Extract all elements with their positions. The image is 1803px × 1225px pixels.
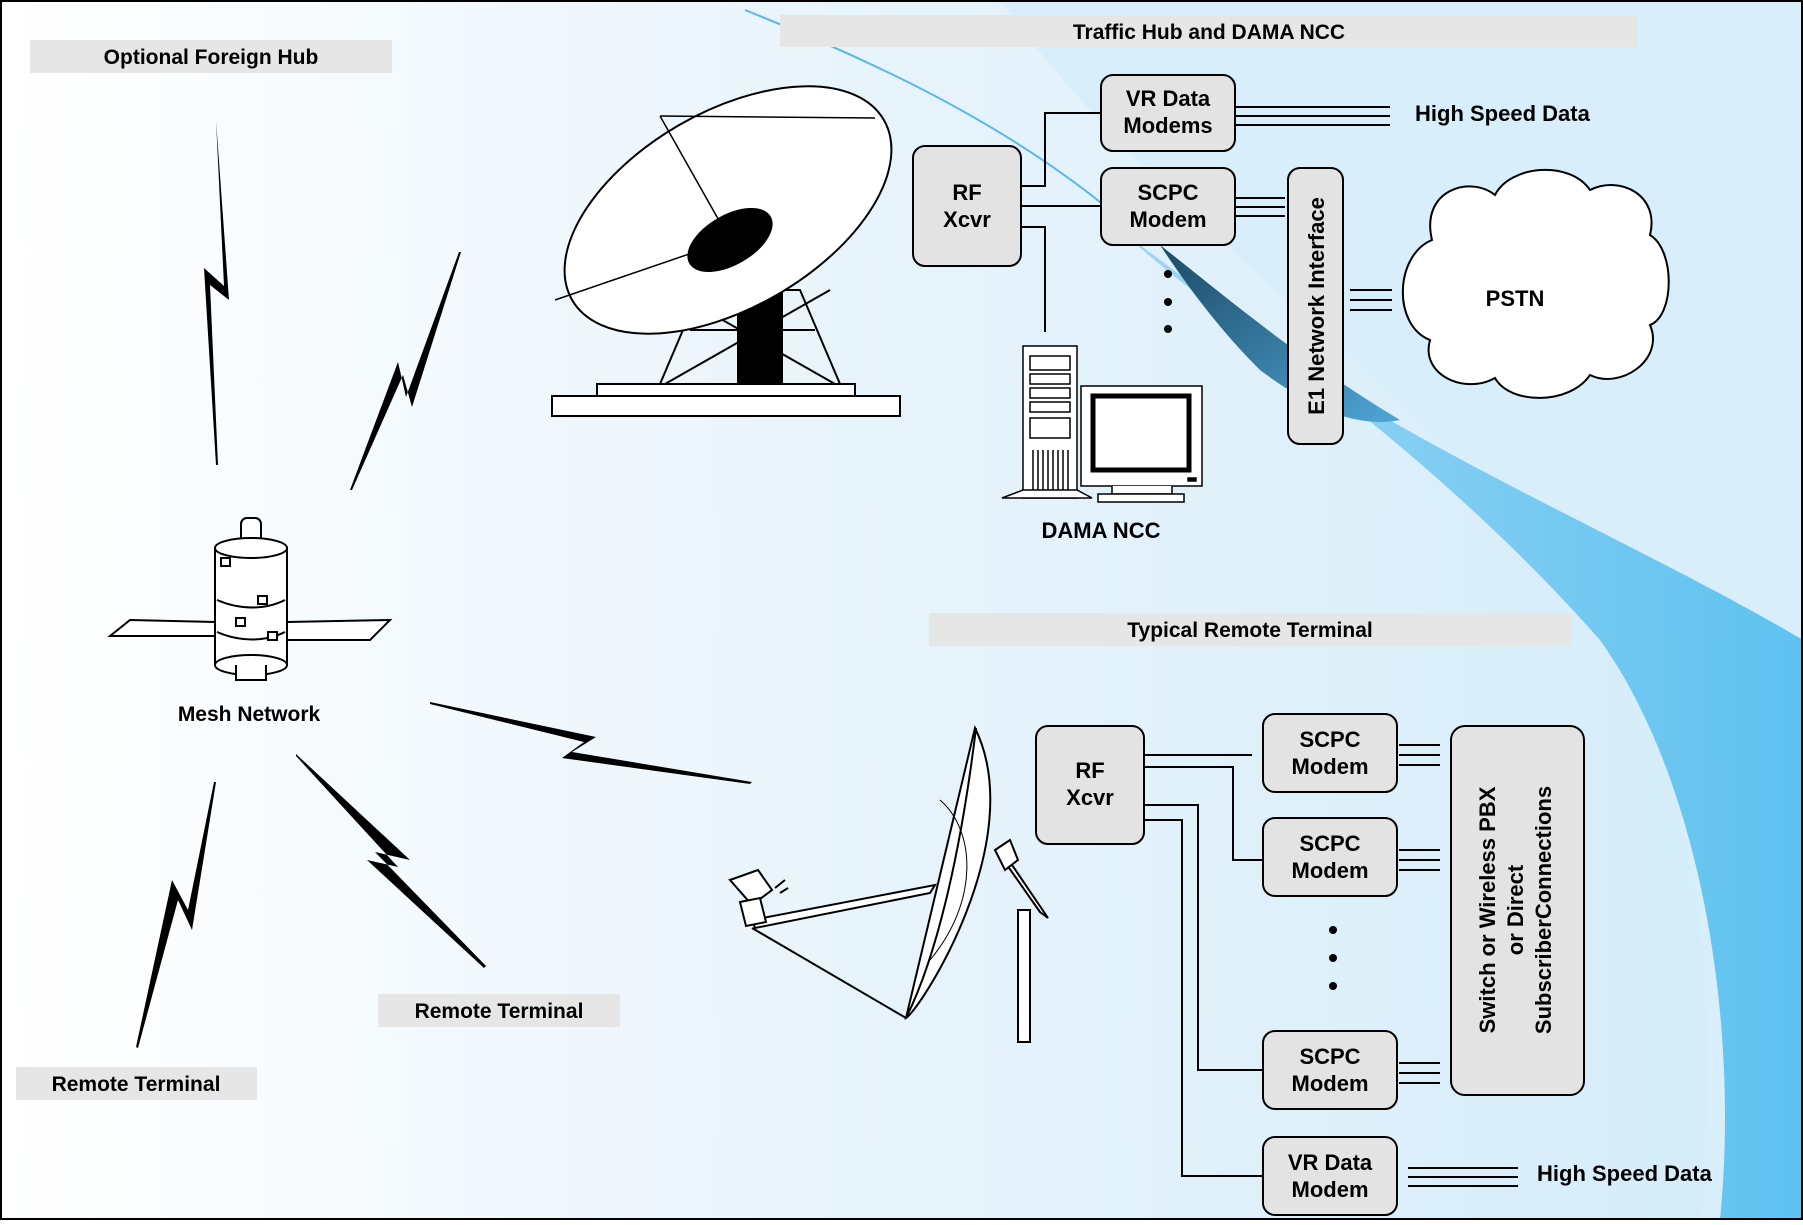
svg-text:VR Data: VR Data: [1126, 86, 1211, 111]
svg-text:SCPC: SCPC: [1299, 1044, 1360, 1069]
svg-text:Modem: Modem: [1292, 1071, 1369, 1096]
svg-text:Modem: Modem: [1130, 207, 1207, 232]
hub-ellipsis-dots: [1164, 270, 1172, 333]
lightning-bolts: [136, 120, 752, 1048]
lightning-bolt-icon: [296, 754, 486, 968]
remote-terminal-label-mid: Remote Terminal: [378, 994, 620, 1027]
lightning-bolt-icon: [430, 702, 752, 784]
remote-switch-pbx-box: Switch or Wireless PBX or Direct Subscri…: [1450, 725, 1585, 1096]
lightning-bolt-icon: [136, 782, 216, 1048]
svg-text:Remote Terminal: Remote Terminal: [415, 1000, 584, 1023]
hub-vr-data-modems-box: VR Data Modems: [1100, 74, 1236, 152]
lightning-bolt-icon: [204, 120, 229, 465]
hub-connections: [1022, 106, 1392, 332]
svg-text:Modem: Modem: [1292, 1177, 1369, 1202]
hub-e1-network-interface-box: E1 Network Interface: [1287, 167, 1344, 445]
remote-dish-antenna-icon: [728, 725, 1049, 1043]
remote-ellipsis-dots: [1329, 926, 1337, 990]
traffic-hub-title: Traffic Hub and DAMA NCC: [780, 15, 1638, 47]
svg-text:SubscriberConnections: SubscriberConnections: [1531, 786, 1556, 1034]
hub-dish-antenna-icon: [551, 85, 901, 417]
svg-text:or Direct: or Direct: [1503, 864, 1528, 955]
svg-text:Modem: Modem: [1292, 754, 1369, 779]
remote-connections: [1145, 744, 1518, 1187]
svg-text:SCPC: SCPC: [1299, 727, 1360, 752]
svg-text:Xcvr: Xcvr: [943, 207, 991, 232]
dama-ncc-label: DAMA NCC: [1042, 518, 1161, 543]
svg-text:Xcvr: Xcvr: [1066, 785, 1114, 810]
svg-text:SCPC: SCPC: [1137, 180, 1198, 205]
remote-terminal-label-left: Remote Terminal: [16, 1067, 257, 1100]
hub-rf-xcvr-box: RF Xcvr: [912, 145, 1022, 267]
hub-scpc-modem-box: SCPC Modem: [1100, 167, 1236, 246]
svg-text:Modem: Modem: [1292, 858, 1369, 883]
optional-foreign-hub-title: Optional Foreign Hub: [30, 40, 392, 73]
swoosh-blue: [1120, 230, 1803, 1220]
svg-text:Remote Terminal: Remote Terminal: [52, 1073, 221, 1096]
remote-rf-xcvr-box: RF Xcvr: [1035, 725, 1145, 845]
svg-text:Modems: Modems: [1123, 113, 1212, 138]
typical-remote-title: Typical Remote Terminal: [929, 613, 1571, 646]
svg-text:Optional Foreign Hub: Optional Foreign Hub: [104, 46, 319, 69]
svg-text:E1 Network Interface: E1 Network Interface: [1304, 197, 1329, 415]
svg-text:Traffic Hub and DAMA NCC: Traffic Hub and DAMA NCC: [1073, 21, 1345, 44]
pstn-cloud-icon: PSTN: [1401, 169, 1670, 399]
svg-text:RF: RF: [1075, 758, 1104, 783]
svg-text:VR Data: VR Data: [1288, 1150, 1373, 1175]
remote-scpc-modem-box-1: SCPC Modem: [1262, 713, 1398, 793]
remote-high-speed-data-label: High Speed Data: [1537, 1161, 1713, 1186]
svg-text:Typical Remote Terminal: Typical Remote Terminal: [1127, 619, 1372, 642]
satellite-icon: [107, 517, 393, 681]
remote-scpc-modem-box-3: SCPC Modem: [1262, 1030, 1398, 1110]
svg-text:Switch or Wireless PBX: Switch or Wireless PBX: [1475, 786, 1500, 1033]
remote-scpc-modem-box-2: SCPC Modem: [1262, 817, 1398, 897]
svg-text:PSTN: PSTN: [1486, 286, 1545, 311]
hub-high-speed-data-label: High Speed Data: [1415, 101, 1591, 126]
svg-text:SCPC: SCPC: [1299, 831, 1360, 856]
mesh-network-label: Mesh Network: [178, 703, 321, 726]
remote-vr-data-modem-box: VR Data Modem: [1262, 1136, 1398, 1216]
svg-text:RF: RF: [952, 180, 981, 205]
lightning-bolt-icon: [350, 252, 461, 490]
dama-ncc-computer-icon: [1001, 345, 1203, 503]
